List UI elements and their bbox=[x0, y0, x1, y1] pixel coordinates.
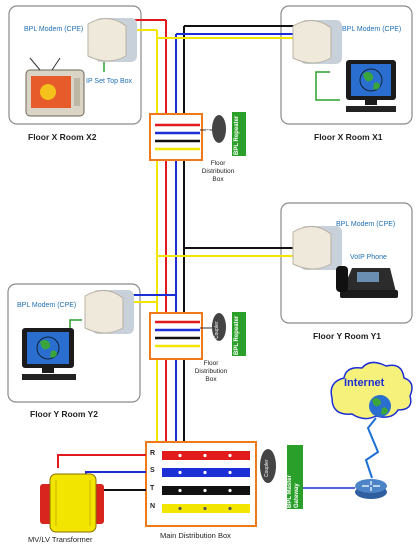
computer-y2-icon bbox=[22, 328, 76, 380]
modem-x2-icon bbox=[87, 18, 137, 62]
tv-icon bbox=[25, 57, 85, 117]
room-x2-title: Floor X Room X2 bbox=[28, 132, 97, 142]
modem-x1-icon bbox=[292, 20, 342, 64]
room-y1-modem-label: BPL Modem (CPE) bbox=[336, 221, 396, 228]
modem-y1-icon bbox=[292, 226, 342, 270]
master-gateway-box bbox=[287, 445, 303, 509]
repeater-top-box bbox=[232, 112, 246, 156]
transformer-icon bbox=[40, 473, 104, 533]
floor-box-mid-label: Floor Distribution Box bbox=[181, 360, 241, 384]
repeater-top-label: BPL Repeater bbox=[234, 115, 240, 155]
phase-r-label: R bbox=[150, 450, 156, 457]
floor-box-top-label: Floor Distribution Box bbox=[188, 160, 248, 184]
internet-globe-icon bbox=[369, 395, 391, 417]
floor-box-top-label-3: Box bbox=[212, 176, 224, 183]
repeater-mid-box bbox=[232, 312, 246, 356]
room-x2-modem-label: BPL Modem (CPE) bbox=[24, 26, 84, 33]
coupler-top-label: Coupler bbox=[205, 122, 211, 140]
phase-n-label: N bbox=[150, 503, 156, 510]
floor-y-branches bbox=[118, 247, 305, 303]
main-box-coupler-label: Coupler bbox=[264, 459, 270, 477]
repeater-mid-label: BPL Repeater bbox=[234, 315, 240, 355]
floor-distribution-box-mid bbox=[149, 312, 226, 360]
transformer-label: MV/LV Transformer bbox=[28, 535, 93, 544]
master-gateway-label-1: BPL Master bbox=[287, 475, 293, 508]
router-icon bbox=[355, 479, 387, 499]
phase-s-label: S bbox=[150, 467, 155, 474]
room-x1-title: Floor X Room X1 bbox=[314, 132, 383, 142]
internet-cloud-icon bbox=[330, 361, 413, 420]
main-distribution-box bbox=[145, 441, 276, 527]
floor-box-mid-label-1: Floor bbox=[203, 360, 219, 367]
modem-y2-icon bbox=[84, 290, 134, 334]
main-box-label: Main Distribution Box bbox=[160, 531, 231, 540]
room-y1-device-label: VoIP Phone bbox=[350, 254, 387, 261]
room-y1-title: Floor Y Room Y1 bbox=[313, 331, 382, 341]
lightning-link-icon bbox=[364, 417, 380, 479]
phase-t-label: T bbox=[150, 485, 155, 492]
floor-box-mid-label-2: Distribution bbox=[194, 368, 228, 375]
floor-distribution-box-top bbox=[149, 113, 226, 161]
master-gateway-label: BPL Master Gateway bbox=[287, 475, 301, 508]
master-gateway-label-2: Gateway bbox=[294, 483, 300, 508]
voip-phone-icon bbox=[336, 266, 398, 298]
internet-label: Internet bbox=[344, 377, 385, 389]
floor-box-top-label-1: Floor bbox=[210, 160, 226, 167]
room-y2-title: Floor Y Room Y2 bbox=[30, 409, 99, 419]
floor-box-top-label-2: Distribution bbox=[201, 168, 235, 175]
computer-x1-icon bbox=[346, 60, 396, 112]
floor-x-branches bbox=[132, 19, 300, 39]
coupler-mid-label: Coupler bbox=[214, 321, 220, 339]
room-x2-device-label: IP Set Top Box bbox=[86, 78, 133, 85]
room-y2-modem-label: BPL Modem (CPE) bbox=[17, 302, 77, 309]
floor-box-mid-label-3: Box bbox=[205, 376, 217, 383]
room-x1-modem-label: BPL Modem (CPE) bbox=[342, 26, 402, 33]
